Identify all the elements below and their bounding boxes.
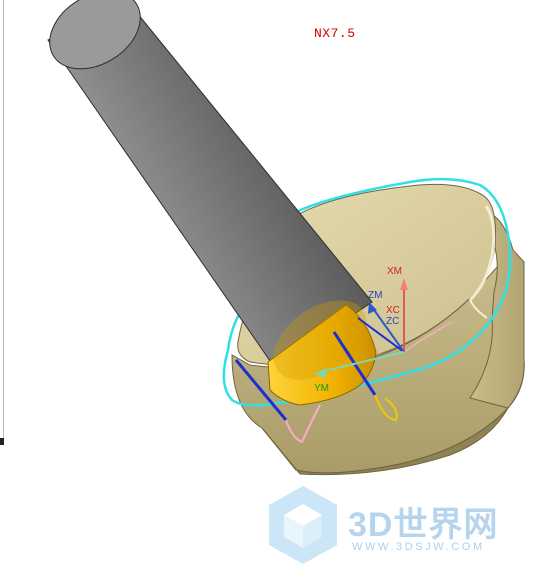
part-chamfer-edge: [468, 205, 496, 302]
zm-arrow: [368, 302, 377, 314]
version-label: NX7.5: [314, 26, 356, 41]
watermark-brand: 3D世界网: [348, 506, 499, 544]
engage-move: [285, 404, 321, 444]
ym-axis: [319, 351, 405, 373]
xc-label: XC: [386, 305, 400, 316]
tool-shaft[interactable]: [35, 0, 373, 369]
coordinate-triad[interactable]: XM XC ZM ZC YM: [314, 266, 408, 394]
watermark-logo-icon: [269, 486, 337, 564]
boundary-curve[interactable]: [222, 177, 512, 407]
zm-axis: [371, 306, 405, 353]
watermark-url: WWW.3DSJW.COM: [352, 541, 485, 553]
xm-label: XM: [387, 266, 402, 277]
zm-label: ZM: [368, 290, 382, 301]
part-bottom-face: [261, 407, 509, 476]
xm-arrow: [400, 278, 408, 290]
tool-shaft-top: [49, 0, 141, 70]
arc-segment: [403, 321, 453, 353]
zc-label: ZC: [386, 316, 399, 327]
ym-arrow: [314, 368, 326, 378]
ym-label: YM: [314, 383, 329, 394]
tool-holder[interactable]: [259, 284, 381, 406]
viewport-edge-marker: [0, 438, 4, 445]
retract-move: [374, 394, 398, 422]
viewport-left-border: [0, 0, 4, 445]
